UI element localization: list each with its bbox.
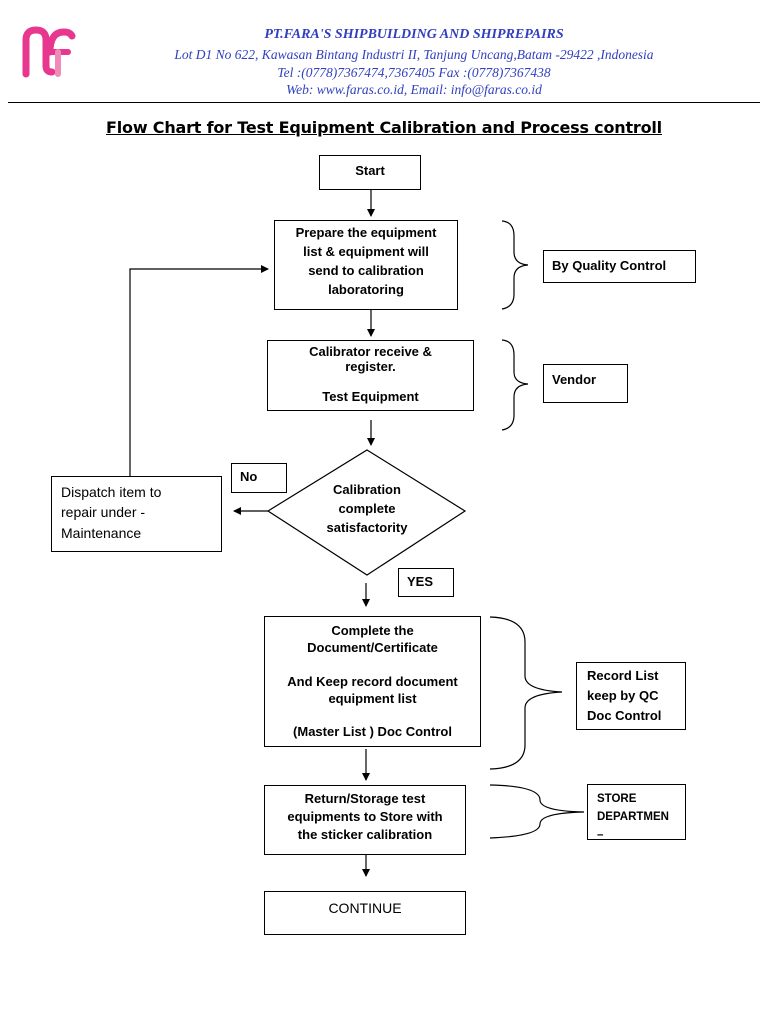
company-name: PT.FARA'S SHIPBUILDING AND SHIPREPAIRS bbox=[264, 27, 564, 42]
start-node: Start bbox=[319, 155, 421, 190]
company-phone: Tel :(0778)7367474,7367405 Fax :(0778)73… bbox=[277, 65, 551, 80]
page-title: Flow Chart for Test Equipment Calibratio… bbox=[106, 118, 662, 137]
brace-vendor bbox=[501, 339, 529, 431]
header-divider bbox=[8, 102, 760, 103]
return-storage-label: Return/Storage test equipments to Store … bbox=[287, 791, 443, 843]
decision-label: Calibration complete satisfactority bbox=[326, 482, 408, 535]
calibrator-register-label: Calibrator receive & register. Test Equi… bbox=[309, 344, 432, 404]
record-list-label: Record List keep by QC Doc Control bbox=[576, 662, 686, 730]
company-logo-icon bbox=[22, 26, 76, 78]
yes-label: YES bbox=[398, 568, 454, 597]
prepare-equipment-label: Prepare the equipment list & equipment w… bbox=[295, 225, 437, 297]
company-address: Lot D1 No 622, Kawasan Bintang Industri … bbox=[174, 47, 654, 62]
continue-node: CONTINUE bbox=[264, 891, 466, 935]
dispatch-repair-node: Dispatch item to repair under - Maintena… bbox=[51, 476, 222, 552]
dispatch-repair-label: Dispatch item to repair under - Maintena… bbox=[61, 484, 162, 541]
vendor-label: Vendor bbox=[543, 364, 628, 403]
store-department-label: STORE DEPARTMEN – bbox=[587, 784, 686, 840]
calibrator-register-node: Calibrator receive & register. Test Equi… bbox=[267, 340, 474, 411]
decision-diamond bbox=[266, 449, 467, 576]
quality-control-label: By Quality Control bbox=[543, 250, 696, 283]
arrow-dispatch-loop-back bbox=[129, 265, 269, 476]
prepare-equipment-node: Prepare the equipment list & equipment w… bbox=[274, 220, 458, 310]
brace-quality-control bbox=[501, 220, 529, 310]
continue-label: CONTINUE bbox=[328, 900, 402, 916]
company-web-email: Web: www.faras.co.id, Email: info@faras.… bbox=[286, 82, 542, 97]
complete-document-label: Complete the Document/Certificate And Ke… bbox=[287, 623, 458, 740]
return-storage-node: Return/Storage test equipments to Store … bbox=[264, 785, 466, 855]
brace-record-list bbox=[489, 616, 563, 770]
brace-store bbox=[489, 784, 585, 839]
complete-document-node: Complete the Document/Certificate And Ke… bbox=[264, 616, 481, 747]
start-node-label: Start bbox=[355, 163, 385, 178]
no-label: No bbox=[231, 463, 287, 493]
